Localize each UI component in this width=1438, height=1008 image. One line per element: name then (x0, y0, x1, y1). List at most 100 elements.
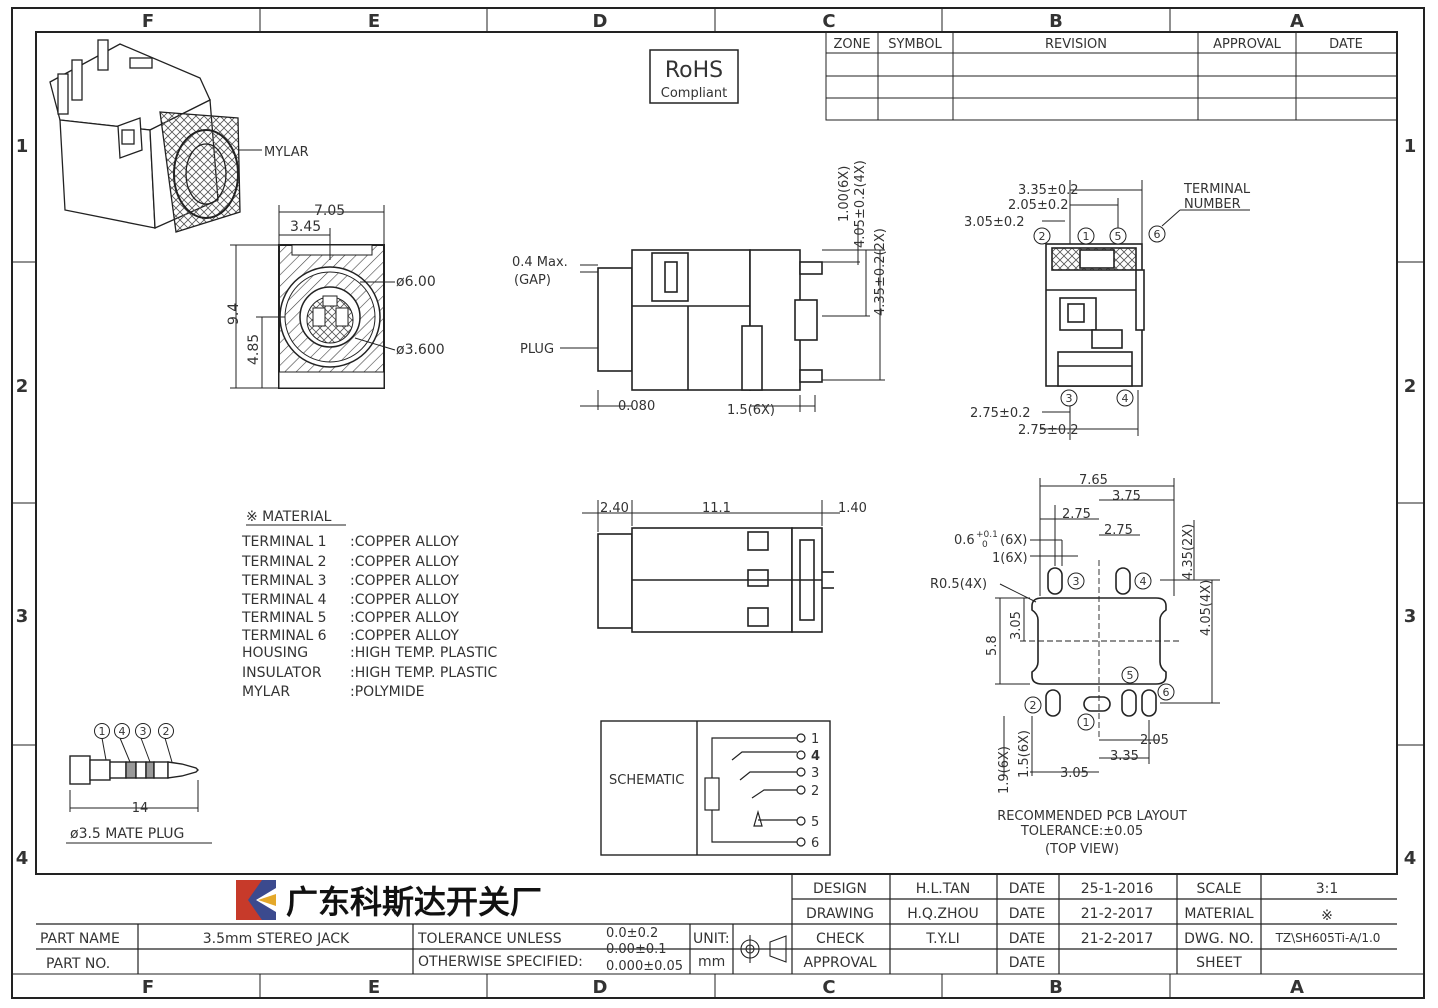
pcb-terminal-5: 5 (1127, 669, 1134, 682)
pcb-dim-bottom-a: 2.05 (1140, 733, 1169, 748)
part-name-label: PART NAME (40, 931, 120, 947)
unit-label: UNIT: (693, 931, 730, 947)
revision-header-date: DATE (1329, 37, 1363, 52)
material-part-6: TERMINAL 6 (241, 628, 327, 644)
front-dim-half: 3.45 (290, 219, 321, 235)
top-terminal-1: 1 (1083, 230, 1090, 243)
drawing-date: 21-2-2017 (1081, 906, 1153, 922)
zone-col-top-a: A (1290, 11, 1304, 32)
plug-number-3: 3 (140, 725, 147, 738)
material-part-3: TERMINAL 3 (241, 573, 327, 589)
zone-row-left-2: 2 (16, 376, 29, 397)
pcb-dim-v2: 5.8 (985, 635, 1000, 656)
material-list: ※ MATERIAL TERMINAL 1 :COPPER ALLOY TERM… (241, 509, 498, 700)
revision-table: ZONE SYMBOL REVISION APPROVAL DATE (825, 31, 1398, 121)
zone-col-bottom-b: B (1049, 977, 1063, 998)
check-name: T.Y.LI (925, 931, 959, 947)
scale-label: SCALE (1197, 881, 1242, 897)
dwg-no-label: DWG. NO. (1184, 931, 1254, 947)
material-part-5: TERMINAL 5 (241, 610, 327, 626)
tolerance-1: 0.0±0.2 (606, 926, 658, 941)
check-role: CHECK (816, 931, 865, 947)
material-part-4: TERMINAL 4 (241, 592, 327, 608)
side-dim-a: 4.05±0.2(4X) (853, 160, 868, 248)
material-part-7: HOUSING (242, 645, 308, 661)
material-block-label: MATERIAL (1184, 906, 1253, 922)
side-gap-label-1: 0.4 Max. (512, 255, 568, 270)
top-dim-d: 2.75±0.2 (970, 406, 1031, 421)
plug-number-4: 4 (119, 725, 126, 738)
top-dim-c: 3.05±0.2 (964, 215, 1025, 230)
schematic-label: SCHEMATIC (609, 773, 684, 788)
zone-col-bottom-e: E (368, 977, 380, 998)
check-date: 21-2-2017 (1081, 931, 1153, 947)
material-value-4: :COPPER ALLOY (350, 592, 459, 608)
schematic-pin-1: 1 (811, 732, 819, 747)
side-dim-b: 4.35±0.2(2X) (873, 228, 888, 316)
pcb-dim-radius: R0.5(4X) (930, 577, 987, 592)
material-part-2: TERMINAL 2 (241, 554, 327, 570)
pcb-dim-v4: 1.5(6X) (1017, 730, 1032, 778)
top-dim-b: 2.05±0.2 (1008, 198, 1069, 213)
pcb-dim-slot: 0.6 (954, 533, 975, 548)
front-dia-inner: ø3.600 (396, 342, 445, 358)
revision-header-approval: APPROVAL (1213, 37, 1282, 52)
pcb-dim-bottom-c: 3.05 (1060, 766, 1089, 781)
schematic-pin-6: 6 (811, 836, 819, 851)
side-dim-pin: 1.00(6X) (837, 166, 852, 222)
zone-row-right-2: 2 (1404, 376, 1417, 397)
material-value-9: :POLYMIDE (350, 684, 425, 700)
top-dim-e: 2.75±0.2 (1018, 423, 1079, 438)
zone-col-bottom-a: A (1290, 977, 1304, 998)
top-terminal-label-1: TERMINAL (1183, 182, 1251, 197)
pcb-terminal-2: 2 (1030, 699, 1037, 712)
side-dim-pitch: 1.5(6X) (727, 403, 775, 418)
zone-col-top-e: E (368, 11, 380, 32)
front-view: 7.05 3.45 9.4 4.85 ø6.00 ø3.600 (226, 203, 445, 389)
pcb-dim-slot-tail: (6X) (1000, 533, 1027, 548)
front-dim-height: 9.4 (226, 303, 242, 325)
zone-row-left-4: 4 (16, 848, 29, 869)
check-date-label: DATE (1009, 931, 1045, 947)
pcb-layout: 7.65 3.75 2.75 2.75 0.6 +0.1 0 (6X) 1(6X… (930, 473, 1220, 857)
plug-number-1: 1 (99, 725, 106, 738)
top-terminal-2: 2 (1039, 230, 1046, 243)
revision-header-symbol: SYMBOL (888, 37, 942, 52)
company-logo (236, 880, 276, 920)
mate-plug: 1 4 3 2 14 ø3.5 MATE PLUG (66, 723, 212, 844)
zone-row-right-4: 4 (1404, 848, 1417, 869)
approval-date-label: DATE (1009, 955, 1045, 971)
material-value-8: :HIGH TEMP. PLASTIC (350, 665, 498, 681)
zone-row-right-1: 1 (1404, 136, 1417, 157)
side-gap-label-2: (GAP) (514, 273, 551, 288)
design-date: 25-1-2016 (1081, 881, 1154, 897)
revision-header-zone: ZONE (833, 37, 870, 52)
material-part-8: INSULATOR (242, 665, 322, 681)
bottom-dim-right: 1.40 (838, 501, 867, 516)
pcb-caption-3: (TOP VIEW) (1045, 842, 1119, 857)
pcb-caption-2: TOLERANCE:±0.05 (1020, 824, 1143, 839)
top-terminal-6: 6 (1154, 228, 1161, 241)
rohs-mark: RoHS Compliant (649, 49, 739, 104)
material-value-2: :COPPER ALLOY (350, 554, 459, 570)
side-dim-offset: 0.080 (618, 399, 655, 414)
tolerance-2: 0.00±0.1 (606, 942, 667, 957)
pcb-dim-r1: 4.35(2X) (1181, 524, 1196, 580)
pcb-dim-slot-tol-up: +0.1 (976, 530, 998, 540)
drawing-role: DRAWING (806, 906, 874, 922)
material-part-1: TERMINAL 1 (241, 534, 327, 550)
tolerance-3: 0.000±0.05 (606, 959, 683, 974)
pcb-dim-a: 2.75 (1062, 507, 1091, 522)
side-plug-label: PLUG (520, 342, 554, 357)
pcb-terminal-3: 3 (1073, 575, 1080, 588)
pcb-dim-b: 2.75 (1104, 523, 1133, 538)
zone-row-right-3: 3 (1404, 606, 1417, 627)
approval-role: APPROVAL (803, 955, 876, 971)
schematic: SCHEMATIC 1 4 3 2 5 6 (600, 720, 831, 856)
pcb-dim-r2: 4.05(4X) (1199, 580, 1214, 636)
pcb-terminal-1: 1 (1083, 716, 1090, 729)
pcb-dim-width: 7.65 (1079, 473, 1108, 488)
dwg-no-value: TZ\SH605Ti-A/1.0 (1275, 931, 1381, 945)
pcb-terminal-6: 6 (1163, 686, 1170, 699)
